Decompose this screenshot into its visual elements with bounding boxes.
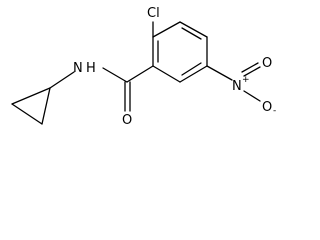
cyclopropyl-bond (11, 103, 43, 125)
nitro-n-o-double-bond (243, 66, 261, 77)
carbonyl-oxygen-atom: O (122, 113, 132, 128)
nitro-n-o-double-bond (241, 62, 259, 73)
nitro-oxygen-top-atom: O (262, 56, 272, 71)
ring-bond (179, 21, 208, 38)
ring-bond (179, 65, 208, 83)
nitro-n-o-single-bond (243, 90, 261, 102)
chemical-structure: Cl O N H N + O O - (11, 6, 276, 128)
ring-double-bond-inner (181, 62, 202, 76)
amide-hydrogen-atom: H (86, 61, 96, 76)
amide-c-n-bond (102, 67, 128, 83)
nitro-nitrogen-charge: + (242, 75, 250, 85)
cyclopropyl-bond (11, 87, 51, 105)
nitro-oxygen-charge: - (273, 106, 276, 116)
benzene-ring (152, 21, 208, 83)
ring-bond (152, 65, 181, 83)
nitro-nitrogen-atom: N (232, 79, 242, 94)
ring-carbonyl-bond (126, 65, 154, 83)
cyclopropyl-bond (41, 87, 51, 125)
chlorine-atom: Cl (147, 6, 160, 21)
nitro-oxygen-bottom-atom: O (262, 100, 272, 115)
cyclopropyl-ring (11, 87, 51, 125)
ring-nitro-bond (206, 65, 233, 81)
amide-nitrogen-atom: N (73, 61, 83, 76)
ring-bond (152, 21, 181, 38)
ring-double-bond-inner (181, 27, 202, 40)
n-cyclopropyl-bond (49, 71, 75, 89)
